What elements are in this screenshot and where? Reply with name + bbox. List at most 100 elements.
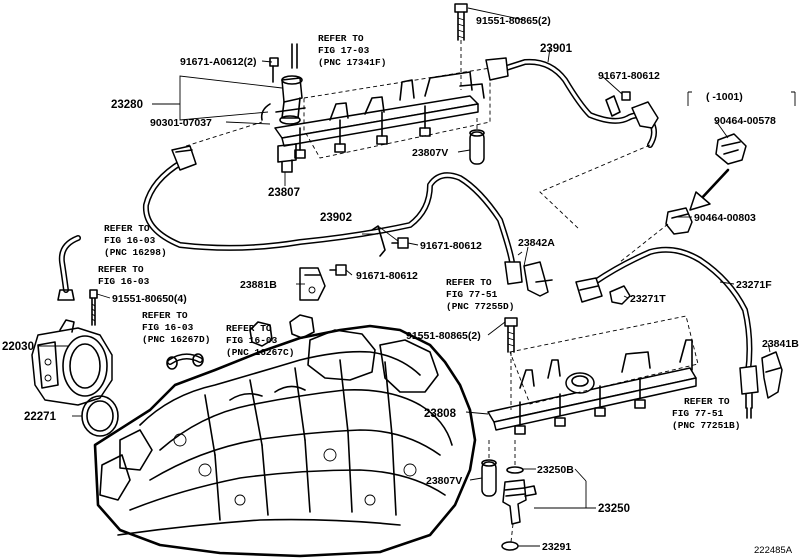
ref-fig-77-51-77251B: REFER TO FIG 77-51 (PNC 77251B)	[672, 396, 740, 431]
label-91671-A0612: 91671-A0612(2)	[180, 56, 256, 68]
label-91671-80612-a: 91671-80612	[598, 70, 660, 82]
label-23291: 23291	[542, 541, 571, 553]
label-90301-07037: 90301-07037	[150, 117, 212, 129]
ref-fig-16-03-clamp: REFER TO FIG 16-03	[98, 264, 150, 287]
o-ring-23250B	[506, 466, 524, 474]
bolt-91551-80865-mid	[504, 317, 518, 410]
label-23901: 23901	[540, 43, 573, 55]
bolt-91551-80865-top	[454, 3, 468, 90]
ref-77255D-line3: (PNC 77255D)	[446, 301, 514, 312]
left-rail-dashed-outline	[303, 67, 491, 159]
fuel-injector-23250	[502, 479, 537, 525]
ref-16298-line2: FIG 16-03	[104, 235, 156, 246]
hose-clamps	[166, 353, 204, 370]
label-91671-80612-c: 91671-80612	[356, 270, 418, 282]
ref-fig-16-03-16267D: REFER TO FIG 16-03 (PNC 16267D)	[142, 310, 210, 345]
spacer-23807V-upper	[469, 118, 485, 165]
label-23250B: 23250B	[537, 464, 574, 476]
arrow-icon	[689, 168, 730, 211]
bolt-91671-80612-c	[329, 264, 347, 276]
label-23271T: 23271T	[630, 293, 666, 305]
ref-17-line3: (PNC 17341F)	[318, 57, 386, 68]
ref-17-line1: REFER TO	[318, 33, 364, 44]
reference-notes: REFER TO FIG 17-03 (PNC 17341F) REFER TO…	[98, 33, 740, 431]
label-23842A: 23842A	[518, 237, 555, 249]
ref-77255D-line2: FIG 77-51	[446, 289, 498, 300]
ref-fig-77-51-77255D: REFER TO FIG 77-51 (PNC 77255D)	[446, 277, 514, 312]
label-23902: 23902	[320, 212, 352, 224]
bolt-91671-80612-b	[391, 237, 409, 249]
clip-90464-00578	[715, 133, 747, 165]
label-23807V-lower: 23807V	[426, 475, 462, 487]
water-hose-16298	[57, 235, 81, 301]
ref-16267C-line2: FIG 16-03	[226, 335, 278, 346]
label-23250: 23250	[598, 503, 630, 515]
injector-dashed-line	[510, 440, 516, 543]
part-labels: 91551-80865(2) 23901 91671-A0612(2) 9167…	[2, 15, 799, 553]
ref-16267C-line1: REFER TO	[226, 323, 272, 334]
connector-23841B	[761, 351, 783, 399]
right-rail-dashed-outline	[509, 315, 699, 405]
label-90464-00803: 90464-00803	[694, 212, 756, 224]
ref-16-mid-line1: REFER TO	[98, 264, 144, 275]
ref-16267D-line3: (PNC 16267D)	[142, 334, 210, 345]
label-date-range: ( -1001)	[706, 91, 743, 103]
ref-77251B-line3: (PNC 77251B)	[672, 420, 740, 431]
label-23808: 23808	[424, 408, 457, 420]
ref-16267D-line2: FIG 16-03	[142, 322, 194, 333]
gasket-ring	[81, 395, 119, 437]
bolt-91671-80612-a	[621, 91, 631, 101]
ref-77255D-line1: REFER TO	[446, 277, 492, 288]
rail-connection-dashed-2	[619, 223, 669, 263]
connector-23842A	[504, 261, 553, 297]
rail-connection-dashed	[539, 144, 651, 231]
left-fuel-rail	[274, 71, 485, 159]
fuel-hose-23271F	[575, 246, 759, 409]
label-23841B: 23841B	[762, 338, 799, 350]
label-22271: 22271	[24, 411, 57, 423]
ref-fig-16-03-16267C: REFER TO FIG 16-03 (PNC 16267C)	[226, 323, 294, 358]
pressure-regulator	[260, 75, 306, 125]
label-91671-80612-b: 91671-80612	[420, 240, 482, 252]
right-fuel-rail	[487, 339, 697, 435]
label-23881B: 23881B	[240, 279, 277, 291]
fuel-rail-spacer	[277, 143, 297, 173]
ref-77251B-line1: REFER TO	[684, 396, 730, 407]
label-23271F: 23271F	[736, 279, 772, 291]
label-23807V-upper: 23807V	[412, 147, 448, 159]
ref-fig-17-03: REFER TO FIG 17-03 (PNC 17341F)	[318, 33, 386, 68]
ref-16267C-line3: (PNC 16267C)	[226, 347, 294, 358]
ref-16298-line1: REFER TO	[104, 223, 150, 234]
clip-23271T	[609, 285, 631, 305]
bolt-91551-80650	[89, 289, 98, 326]
fuel-hose-23902	[142, 121, 515, 265]
bolt-91671-A0612	[269, 57, 279, 83]
label-23280: 23280	[111, 99, 143, 111]
ref-fig-16-03-16298: REFER TO FIG 16-03 (PNC 16298)	[104, 223, 167, 258]
throttle-body	[31, 319, 113, 406]
ref-16267D-line1: REFER TO	[142, 310, 188, 321]
spacer-23807V-lower	[481, 440, 497, 497]
label-90464-00578: 90464-00578	[714, 115, 776, 127]
hose-bracket-23881B	[299, 225, 403, 301]
pipe-17341F	[291, 43, 298, 69]
ref-17-line2: FIG 17-03	[318, 45, 370, 56]
ref-16-mid-line2: FIG 16-03	[98, 276, 150, 287]
seal-23291	[501, 541, 519, 551]
date-range-bracket	[687, 91, 796, 106]
clip-90464-00803	[665, 207, 693, 235]
label-91551-80865-top: 91551-80865(2)	[476, 15, 551, 27]
label-91551-80650: 91551-80650(4)	[112, 293, 187, 305]
intake-manifold	[93, 314, 477, 558]
drawing-id: 222485A	[754, 545, 793, 556]
fuel-hose-23901	[485, 57, 659, 148]
ref-77251B-line2: FIG 77-51	[672, 408, 724, 419]
leader-lines	[38, 7, 771, 547]
pipe-77251B	[746, 407, 752, 419]
ref-16298-line3: (PNC 16298)	[104, 247, 167, 258]
label-23807: 23807	[268, 187, 300, 199]
label-91551-80865-mid: 91551-80865(2)	[406, 330, 481, 342]
label-22030: 22030	[2, 341, 34, 353]
